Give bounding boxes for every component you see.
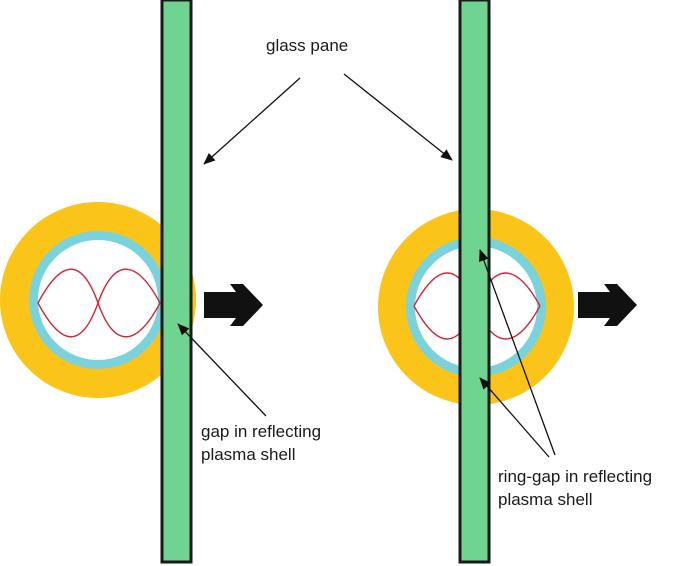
ring-gap-label-line1: ring-gap in reflecting — [498, 467, 653, 486]
glass-pointer-left — [203, 77, 301, 165]
ring-gap-pointer-top — [479, 249, 556, 456]
left-core — [38, 240, 158, 360]
pointer-lines — [177, 73, 556, 458]
gap-pointer — [177, 323, 267, 417]
left-standing-wave — [37, 268, 161, 338]
glass-pane-label: glass pane — [266, 34, 348, 57]
right-motion-arrow — [578, 284, 637, 326]
left-plasma-ball — [0, 202, 196, 398]
glass-pane-text: glass pane — [266, 36, 349, 55]
right-scene — [378, 0, 637, 564]
ring-gap-label: ring-gap in reflecting plasma shell — [498, 465, 652, 511]
left-glass-pane — [160, 0, 193, 564]
ring-gap-pointer-bottom — [479, 377, 550, 458]
glass-pointer-right — [343, 73, 453, 161]
left-motion-arrow — [204, 284, 263, 326]
ring-gap-label-line2: plasma shell — [498, 490, 593, 509]
gap-label-line2: plasma shell — [201, 445, 296, 464]
gap-label: gap in reflecting plasma shell — [201, 420, 321, 466]
gap-label-line1: gap in reflecting — [201, 422, 322, 441]
right-glass-pane — [458, 0, 491, 564]
left-scene — [0, 0, 263, 564]
